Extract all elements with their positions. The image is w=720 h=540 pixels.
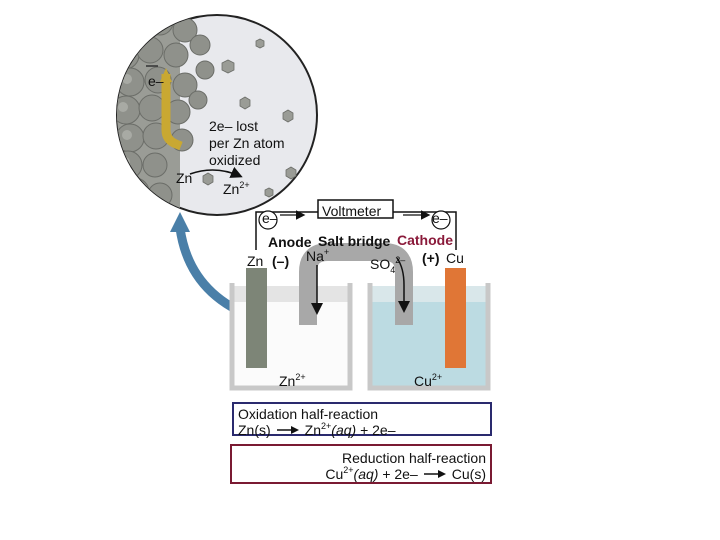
zn2-solution-label: Zn2+ <box>279 372 306 390</box>
zoom-zn2-base: Zn <box>223 181 240 197</box>
cu-electrode-label: Cu <box>446 250 464 266</box>
zoom-zn-label: Zn <box>176 170 193 186</box>
oxidation-reaction-arrow <box>276 426 299 434</box>
salt-bridge <box>299 243 413 325</box>
zn2-solution-charge: 2+ <box>295 372 306 382</box>
cu2-solution-base: Cu <box>414 373 432 389</box>
na-charge: + <box>323 247 330 257</box>
reduction-reactant-charge: 2+ <box>343 465 354 475</box>
reduction-title: Reduction half-reaction <box>342 450 486 466</box>
reduction-reactant-rest: + 2e– <box>378 466 418 482</box>
oxidation-title: Oxidation half-reaction <box>238 406 379 422</box>
oxidation-equation: Zn(s) Zn2+(aq) + 2e– <box>238 421 486 439</box>
oxidation-product-phase: (aq) <box>331 422 357 438</box>
cu2-solution-label: Cu2+ <box>414 372 443 390</box>
anode-sign-label: (–) <box>272 253 290 269</box>
salt-bridge-label: Salt bridge <box>318 233 391 249</box>
per-zn-atom-text: per Zn atom <box>209 135 285 151</box>
reduction-equation: Cu2+(aq) + 2e– Cu(s) <box>236 465 486 483</box>
reduction-half-reaction-box: Reduction half-reaction Cu2+(aq) + 2e– C… <box>230 444 492 484</box>
electron-left-circle <box>258 210 278 230</box>
electron-path <box>161 74 183 151</box>
electrons-lost-text: 2e– lost <box>209 118 259 134</box>
cathode-label: Cathode <box>397 232 453 248</box>
electron-right-circle <box>431 210 451 230</box>
reduction-reactant-phase: (aq) <box>353 466 379 482</box>
zoom-circle <box>116 14 318 216</box>
cathode-sign-label: (+) <box>422 250 440 266</box>
electron-path-arrowhead <box>160 68 172 82</box>
copper-electrode <box>445 268 466 368</box>
zoom-zn2-charge: 2+ <box>239 180 250 190</box>
electron-left-label: e– <box>262 210 278 226</box>
so4-ion-label: SO42– <box>370 255 406 275</box>
reduction-product: Cu(s) <box>451 466 486 482</box>
so4-flow-arrow <box>396 257 410 313</box>
oxidation-product-base: Zn <box>304 422 322 438</box>
oxidation-arrow <box>189 166 243 178</box>
oxidized-text: oxidized <box>209 152 261 168</box>
oxidation-products: Zn2+(aq) + 2e– <box>304 421 396 439</box>
so4-subscript: 4 <box>390 265 396 275</box>
oxidation-product-charge: 2+ <box>321 421 332 431</box>
reduction-reactants: Cu2+(aq) + 2e– <box>325 465 418 483</box>
electron-right-label: e– <box>432 210 448 226</box>
cathode-beaker <box>367 283 491 391</box>
so4-base: SO <box>370 256 391 272</box>
oxidation-reactant: Zn(s) <box>238 422 271 438</box>
voltmeter <box>317 199 394 219</box>
so4-charge: 2– <box>395 255 406 265</box>
anode-label: Anode <box>268 234 312 250</box>
wire-right <box>393 211 457 250</box>
zinc-ions-dispersed <box>202 38 297 198</box>
na-base: Na <box>306 248 324 264</box>
oxidation-half-reaction-box: Oxidation half-reaction Zn(s) Zn2+(aq) +… <box>232 402 492 439</box>
zoom-electron-label: e– <box>148 73 164 89</box>
oxidation-product-rest: + 2e– <box>356 422 396 438</box>
reduction-reactant-base: Cu <box>325 466 344 482</box>
zn2-solution-base: Zn <box>279 373 296 389</box>
zoom-link-arrowhead <box>170 212 190 232</box>
zn-electrode-label: Zn <box>247 253 264 269</box>
zinc-electrode <box>246 268 267 368</box>
reduction-reaction-arrow <box>423 470 446 478</box>
voltmeter-label: Voltmeter <box>322 203 382 219</box>
zoom-zn2-label: Zn2+ <box>223 180 250 198</box>
na-ion-label: Na+ <box>306 247 330 265</box>
cu2-solution-charge: 2+ <box>431 372 443 382</box>
